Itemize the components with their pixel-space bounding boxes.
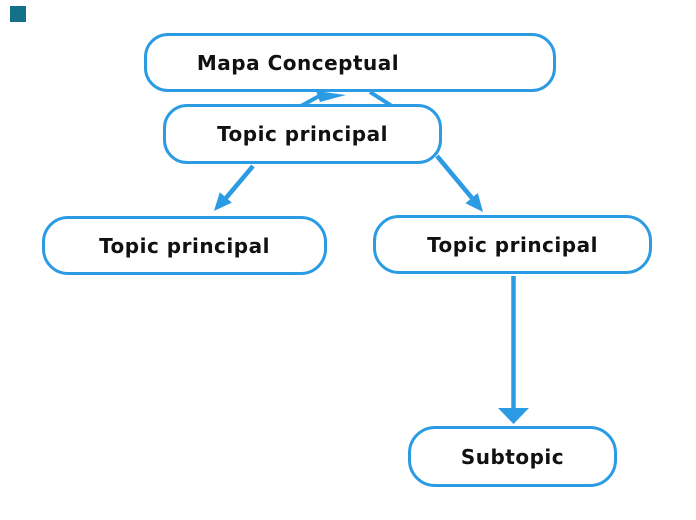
edge-main-left-line — [224, 164, 255, 200]
edge-right-sub-arrowhead — [498, 408, 529, 424]
edge-main-to-left — [214, 164, 255, 211]
node-subtopic: Subtopic — [408, 426, 617, 487]
node-label: Subtopic — [460, 444, 565, 469]
node-mapa-conceptual: Mapa Conceptual — [144, 33, 556, 92]
edge-right-to-sub — [498, 276, 529, 424]
edge-main-to-right — [435, 154, 483, 212]
edge-main-right-line — [435, 154, 474, 200]
edge-root-main-arrowhead — [316, 91, 346, 102]
edge-main-left-arrowhead — [214, 192, 232, 211]
node-topic-principal-main: Topic principal — [163, 104, 442, 164]
node-topic-principal-right: Topic principal — [373, 215, 652, 274]
node-topic-principal-left: Topic principal — [42, 216, 327, 275]
node-label: Mapa Conceptual — [196, 50, 400, 75]
node-label: Topic principal — [427, 232, 598, 257]
corner-marker-square — [10, 6, 26, 22]
node-label: Topic principal — [99, 233, 270, 258]
node-label: Topic principal — [217, 122, 388, 146]
edge-main-right-arrowhead — [465, 193, 483, 212]
